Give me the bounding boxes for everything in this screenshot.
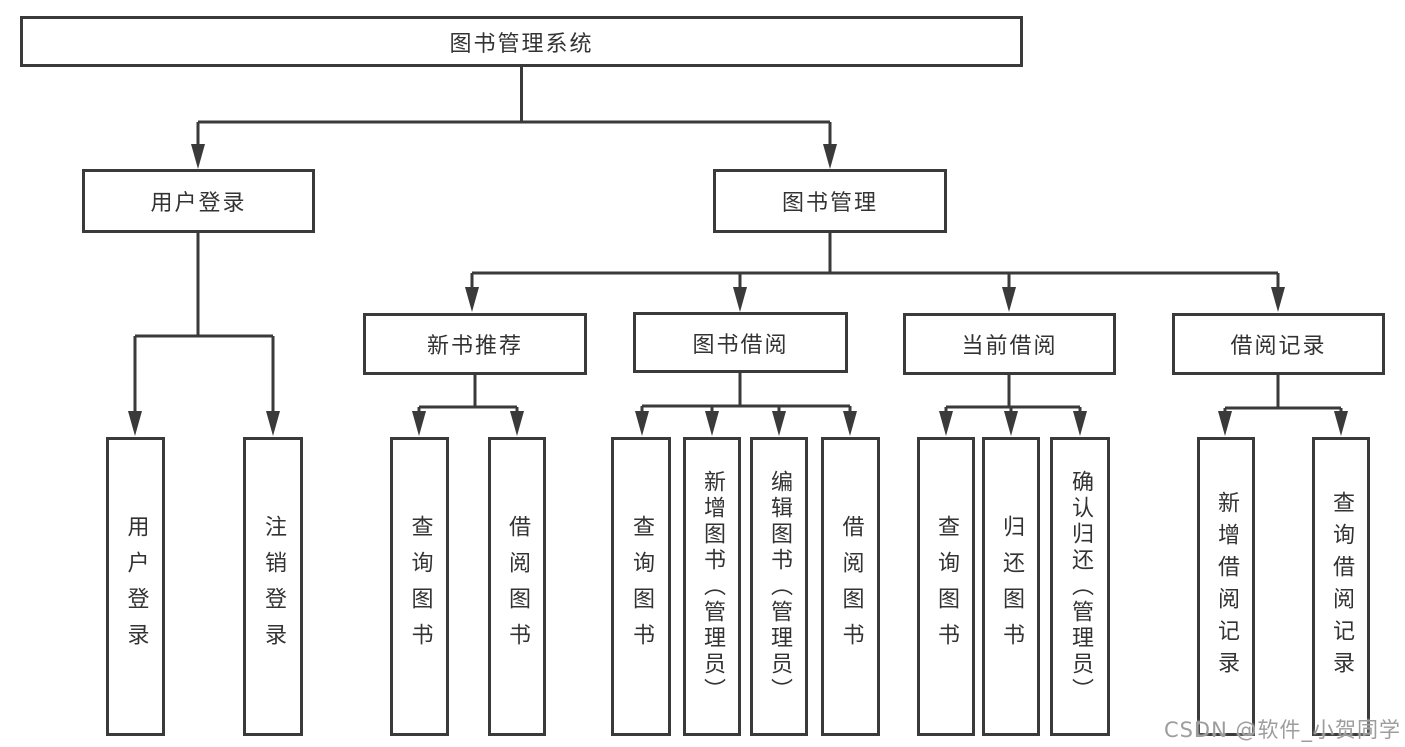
node-borrowing-records-label: 借阅记录: [1230, 334, 1327, 359]
node-current-borrowing: 当前借阅: [903, 313, 1116, 375]
node-current-borrowing-label: 当前借阅: [961, 334, 1058, 359]
node-new-book-recommend: 新书推荐: [363, 313, 587, 375]
node-user-login-label: 用户登录: [150, 191, 247, 216]
leaf-logout: 注销登录: [243, 437, 303, 736]
leaf-cb-return-books: 归还图书: [982, 437, 1040, 736]
node-book-management: 图书管理: [713, 169, 947, 233]
leaf-nb-borrow-books: 借阅图书: [488, 437, 546, 736]
node-root: 图书管理系统: [20, 16, 1023, 67]
leaf-bb-add-books-admin-label: 新增图书（管理员）: [700, 469, 725, 704]
node-borrowing-records: 借阅记录: [1172, 313, 1385, 375]
leaf-cb-return-books-label: 归还图书: [999, 514, 1024, 659]
leaf-bb-borrow-books-label: 借阅图书: [838, 514, 864, 659]
leaf-nb-borrow-books-label: 借阅图书: [505, 514, 530, 659]
leaf-cb-confirm-return-admin-label: 确认归还（管理员）: [1068, 469, 1093, 704]
leaf-br-add-record: 新增借阅记录: [1197, 437, 1255, 736]
node-root-label: 图书管理系统: [449, 31, 594, 57]
node-book-management-label: 图书管理: [781, 191, 878, 216]
leaf-nb-query-books-label: 查询图书: [407, 514, 433, 659]
leaf-user-login-label: 用户登录: [123, 514, 149, 659]
leaf-cb-query-books: 查询图书: [917, 437, 975, 736]
node-new-book-recommend-label: 新书推荐: [426, 334, 523, 359]
leaf-bb-add-books-admin: 新增图书（管理员）: [683, 437, 741, 736]
csdn-watermark: CSDN @软件_小贺同学: [1163, 718, 1401, 742]
leaf-cb-confirm-return-admin: 确认归还（管理员）: [1050, 437, 1110, 736]
leaf-bb-query-books: 查询图书: [611, 437, 671, 736]
leaf-br-add-record-label: 新增借阅记录: [1214, 490, 1239, 683]
node-book-borrowing: 图书借阅: [633, 312, 848, 373]
leaf-bb-edit-books-admin: 编辑图书（管理员）: [750, 437, 808, 736]
leaf-user-login: 用户登录: [106, 437, 165, 736]
leaf-bb-borrow-books: 借阅图书: [821, 437, 880, 736]
leaf-logout-label: 注销登录: [261, 514, 286, 659]
leaf-br-query-record-label: 查询借阅记录: [1329, 490, 1354, 683]
node-user-login: 用户登录: [82, 169, 315, 233]
leaf-bb-query-books-label: 查询图书: [629, 514, 654, 659]
leaf-cb-query-books-label: 查询图书: [934, 514, 959, 659]
node-book-borrowing-label: 图书借阅: [692, 332, 789, 358]
leaf-bb-edit-books-admin-label: 编辑图书（管理员）: [767, 469, 792, 704]
leaf-nb-query-books: 查询图书: [390, 437, 449, 736]
leaf-br-query-record: 查询借阅记录: [1312, 437, 1370, 736]
